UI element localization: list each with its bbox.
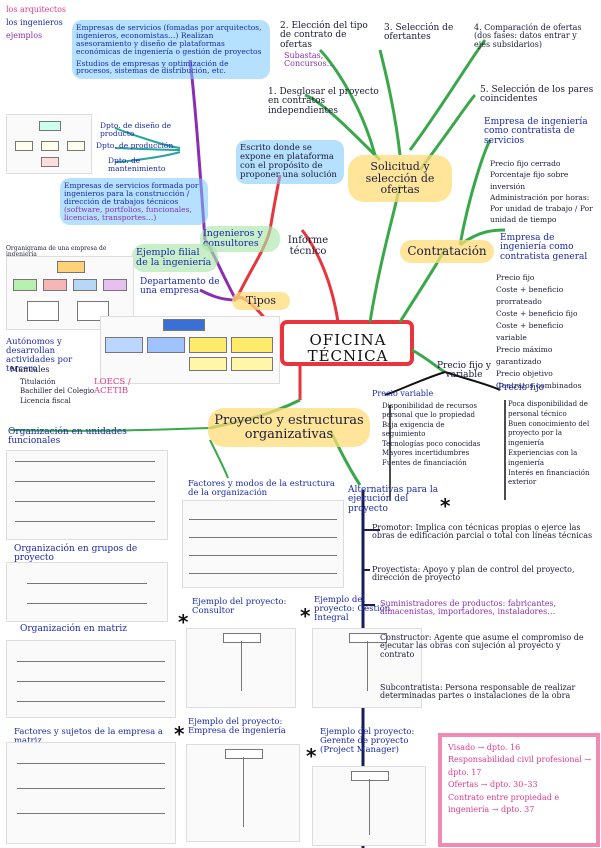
alt-promotor: Promotor: Implica con técnicas propias o…	[372, 524, 594, 541]
list-item: Precio fijo	[496, 272, 596, 284]
node-alternativas: Alternativas para la ejecución del proye…	[348, 486, 440, 514]
node-dpto: Departamento de una empresa	[140, 278, 230, 297]
list-item: Buen conocimiento del proyecto por la in…	[508, 420, 598, 449]
thumbnail-org-chart-3	[100, 316, 280, 384]
node-informe: Informe técnico	[282, 236, 334, 257]
star-icon: *	[174, 722, 184, 746]
dpto-produccion: Dpto. de producción	[96, 142, 186, 150]
star-icon: *	[300, 604, 310, 628]
step-5: 5. Selección de los pares coincidentes	[480, 86, 595, 105]
precio-variable-list: Disponibilidad de recursos personal que …	[382, 402, 482, 468]
thumbnail-consultor	[186, 628, 296, 708]
org-factores-ref: Factores y modos de la estructura de la …	[188, 480, 336, 498]
dpto-diseno: Dpto. de diseño de producto	[100, 122, 190, 138]
contratacion-servicios-title: Empresa de ingeniería como contratista d…	[484, 118, 596, 146]
ingenieros-servicios: Empresas de servicios formada por ingeni…	[60, 178, 208, 225]
legend-item-arquitectos: los arquitectos	[6, 6, 66, 14]
dpto-manuales: Manuales	[10, 366, 49, 374]
ej-gerente: Ejemplo del proyecto: Gerente de proyect…	[320, 728, 416, 755]
node-proyecto: Proyecto y estructuras organizativas	[208, 408, 370, 447]
thumbnail-ingenieria	[186, 744, 300, 842]
list-item: Precio máximo garantizado	[496, 344, 596, 368]
step-2: 2. Elección del tipo de contrato de ofer…	[280, 22, 370, 50]
node-precio: Precio fijo y variable	[434, 362, 494, 381]
alt-subcontratista: Subcontratista: Persona responsable de r…	[380, 684, 596, 701]
dpto-mantenimiento: Dpto. de mantenimiento	[108, 157, 198, 173]
contratacion-general-title: Empresa de ingeniería como contratista g…	[500, 234, 598, 262]
legend-item-ejemplos: ejemplos	[6, 32, 42, 40]
pink-line: Ofertas → dpto. 30–33	[448, 779, 592, 791]
node-tipos: Tipos	[232, 292, 290, 310]
list-item: Baja exigencia de seguimiento	[382, 421, 482, 440]
servicios-examples: (software, portfolios, funcionales, lice…	[64, 206, 204, 222]
star-icon: *	[306, 744, 316, 768]
thumbnail-org-chart-1	[6, 114, 92, 174]
pink-box: Visado → dpto. 16 Responsabilidad civil …	[448, 742, 592, 816]
pink-line: Contrato entre propiedad e ingeniería → …	[448, 792, 592, 817]
list-item: Administración por horas: Por unidad de …	[490, 192, 600, 226]
node-ejemplo-filial: Ejemplo filial de la ingeniería	[132, 244, 218, 272]
informe-desc: Escrito donde se expone en plataforma co…	[236, 140, 344, 184]
dpto-refs: LOECS / ACETIB	[94, 378, 144, 396]
org-funcionales: Organización en unidades funcionales	[8, 428, 168, 447]
precio-variable-title: Precio variable	[372, 390, 442, 398]
node-contratacion: Contratación	[400, 240, 494, 263]
contratacion-general-list: Precio fijo Coste + beneficio prorratead…	[496, 272, 596, 392]
precio-fijo-list: Poca disponibilidad de personal técnico …	[508, 400, 598, 488]
ingenieros-desc: Empresas de servicios (fomadas por arqui…	[72, 20, 270, 79]
ingenieros-desc-text: Empresas de servicios (fomadas por arqui…	[76, 24, 266, 56]
list-item: Fuentes de financiación	[382, 459, 482, 468]
ej-consultor: Ejemplo del proyecto: Consultor	[192, 598, 292, 616]
thumbnail-gerente	[312, 766, 426, 846]
list-item: Coste + beneficio prorrateado	[496, 284, 596, 308]
node-solicitud: Solicitud y selección de ofertas	[348, 155, 452, 202]
pink-line: Responsabilidad civil profesional → dpto…	[448, 754, 592, 779]
star-icon: *	[440, 494, 450, 518]
list-item: Mayores incertidumbres	[382, 449, 482, 458]
step-4: 4. Comparación de ofertas (dos fases: da…	[474, 24, 594, 49]
org-matriz: Organización en matriz	[20, 625, 150, 634]
thumbnail-funcionales	[6, 450, 168, 540]
alt-suministrador: Suministradores de productos: fabricante…	[380, 600, 596, 617]
list-item: Porcentaje fijo sobre inversión	[490, 169, 600, 192]
ingenieros-estudios: Estudios de empresas y optimización de p…	[76, 60, 266, 76]
list-item: Licencia fiscal	[20, 397, 94, 406]
list-item: Disponibilidad de recursos personal que …	[382, 402, 482, 421]
list-item: Poca disponibilidad de personal técnico	[508, 400, 598, 420]
thumbnail-matriz	[6, 640, 176, 718]
legend-item-ingenieros: los ingenieros	[6, 19, 63, 27]
contratacion-servicios-list: Precio fijo cerrado Porcentaje fijo sobr…	[490, 158, 600, 226]
pink-line: Visado → dpto. 16	[448, 742, 592, 754]
ej-ingenieria: Ejemplo del proyecto: Empresa de ingenie…	[188, 718, 288, 736]
center-title: OFICINA TÉCNICA	[292, 333, 404, 365]
servicios-text: Empresas de servicios formada por ingeni…	[64, 182, 204, 206]
list-item: Tecnologías poco conocidas	[382, 440, 482, 449]
list-item: Precio fijo cerrado	[490, 158, 600, 169]
alt-proyectista: Proyectista: Apoyo y plan de control del…	[372, 566, 594, 583]
precio-fijo-title: Precio fijo	[498, 384, 558, 393]
list-item: Bachiller del Colegio	[20, 387, 94, 396]
list-item: Experiencias con la ingeniería	[508, 449, 598, 469]
dpto-manuales-list: Titulación Bachiller del Colegio Licenci…	[20, 378, 94, 406]
list-item: Coste + beneficio variable	[496, 320, 596, 344]
step-1: 1. Desglosar el proyecto en contratos in…	[268, 88, 380, 116]
step-2-examples: Subastas, Concursos…	[284, 52, 374, 69]
list-item: Precio objetivo	[496, 368, 596, 380]
thumbnail-factores	[6, 742, 176, 844]
list-item: Coste + beneficio fijo	[496, 308, 596, 320]
thumbnail-grupos	[6, 562, 168, 622]
list-item: Titulación	[20, 378, 94, 387]
alt-constructor: Constructor: Agente que asume el comprom…	[380, 634, 596, 659]
thumbnail-table	[182, 500, 344, 588]
list-item: Interés en financiación exterior	[508, 469, 598, 489]
step-3: 3. Selección de ofertantes	[384, 24, 454, 43]
